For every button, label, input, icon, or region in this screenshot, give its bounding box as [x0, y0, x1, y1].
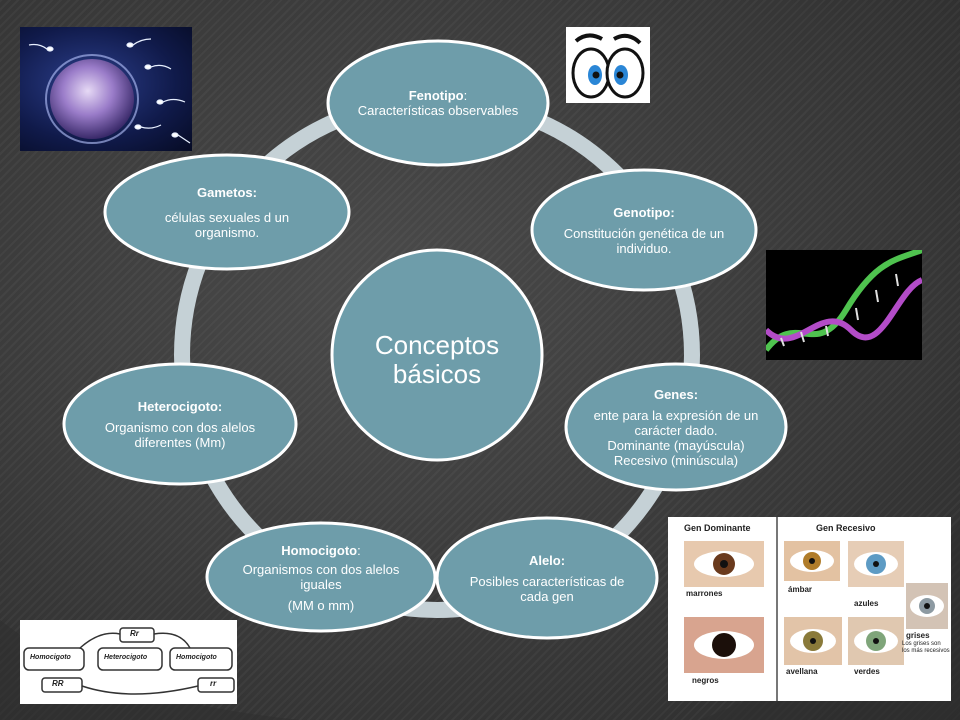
genotype-cycle-image: Homocigoto Heterocigoto Homocigoto Rr RR… — [20, 620, 237, 704]
grises-note: Los grises son los más recesivos — [902, 641, 950, 654]
cycle-homocigoto-right: Homocigoto — [176, 654, 217, 661]
cartoon-eyes-image — [566, 27, 650, 103]
cycle-heterocigoto: Heterocigoto — [104, 654, 148, 661]
eye-swatches — [684, 541, 948, 673]
center-circle — [330, 248, 544, 462]
ellipse-genotipo — [530, 168, 758, 292]
eye-negros — [684, 617, 764, 673]
ellipse-homocigoto — [205, 521, 437, 633]
label-verdes: verdes — [854, 667, 880, 676]
node-alelo: Alelo: Posibles características de cada … — [469, 552, 625, 604]
eye-azules — [848, 541, 904, 587]
node-genes: Genes: ente para la expresión de un cará… — [593, 386, 759, 468]
cycle-rr-small: rr — [210, 679, 217, 688]
node-heterocigoto: Heterocigoto: Organismo con dos alelos d… — [104, 398, 256, 450]
cycle-rr-upper: Rr — [130, 629, 139, 638]
node-homocigoto: Homocigoto: Organismos con dos alelos ig… — [242, 543, 400, 613]
label-marrones: marrones — [686, 589, 723, 598]
cartoon-eyes-illustration — [571, 33, 645, 99]
label-avellana: avellana — [786, 667, 818, 676]
eye-grises — [906, 583, 948, 629]
dna-helix-image — [766, 250, 922, 360]
node-genotipo: Genotipo: Constitución genética de un in… — [563, 204, 725, 256]
eye-marrones — [684, 541, 764, 587]
chart-header-dominante: Gen Dominante — [684, 523, 751, 533]
chart-header-recesivo: Gen Recesivo — [816, 523, 876, 533]
dna-helix-illustration — [766, 250, 922, 352]
ellipse-gametos — [103, 153, 351, 271]
label-ambar: ámbar — [788, 585, 813, 594]
eye-ambar — [784, 541, 840, 581]
genotype-cycle-arrows — [23, 627, 235, 695]
node-gametos: Gametos: células sexuales d un organismo… — [164, 184, 290, 240]
ellipse-genes — [564, 362, 788, 492]
eye-verdes — [848, 617, 904, 665]
chart-divider — [776, 517, 778, 701]
cycle-rr-lower: RR — [52, 679, 64, 688]
eye-avellana — [784, 617, 842, 665]
ellipse-alelo — [435, 516, 659, 640]
ellipse-fenotipo — [326, 39, 550, 167]
label-azules: azules — [854, 599, 879, 608]
label-grises: grises — [906, 631, 930, 640]
sperm-egg-illustration — [28, 38, 191, 144]
label-negros: negros — [692, 676, 719, 685]
eye-color-chart: Gen Dominante Gen Recesivo — [668, 517, 951, 701]
ellipse-heterocigoto — [62, 362, 298, 486]
cycle-homocigoto-left: Homocigoto — [30, 654, 71, 661]
node-fenotipo: Fenotipo: Características observables — [357, 88, 519, 118]
sperm-egg-image — [20, 27, 192, 151]
